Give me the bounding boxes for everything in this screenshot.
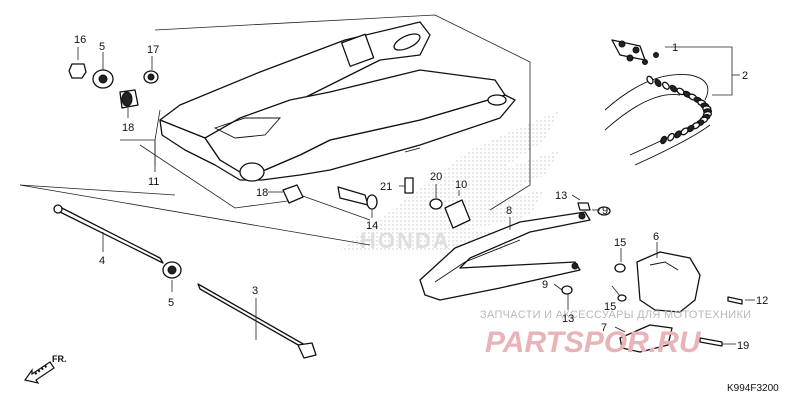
callout-18-top: 18 [122,122,134,134]
callout-9-top: 9 [602,205,608,217]
chain-link [667,132,675,142]
callout-5-bottom: 5 [168,297,174,309]
callout-4: 4 [99,255,105,267]
pivot-shaft [53,204,182,279]
chain-slider [419,202,611,301]
callout-8: 8 [506,205,512,217]
callout-10: 10 [455,179,467,191]
callout-18-mid: 18 [256,187,268,199]
diagram-code: K994F3200 [727,383,779,394]
callout-15-bottom: 15 [604,301,616,313]
watermark-logo: PARTSPOR.RU [485,326,702,359]
leader-lines [77,46,755,345]
callout-15-top: 15 [614,237,626,249]
svg-text:HONDA: HONDA [360,228,451,253]
callout-21: 21 [380,181,392,193]
chain-link [660,135,668,145]
chain-link [674,130,682,139]
callout-5-top: 5 [99,41,105,53]
callout-13-top: 13 [555,190,567,202]
chain-case [614,251,743,353]
chain-link [654,78,662,87]
callout-20: 20 [430,171,442,183]
callout-11: 11 [148,176,159,188]
callout-7: 7 [601,322,607,334]
hardware-left [68,63,159,109]
callout-19: 19 [737,340,749,352]
callout-labels: 16 5 17 18 11 4 5 3 18 14 21 20 10 8 13 … [74,34,768,352]
callout-3: 3 [252,285,258,297]
bushings [282,177,471,229]
callout-2: 2 [742,70,748,82]
watermark-text: ЗАПЧАСТИ И АКСЕССУАРЫ ДЛЯ МОТОТЕХНИКИ [480,309,751,321]
honda-wing-emblem: HONDA [340,110,560,253]
front-direction-arrow: FR. [23,354,67,384]
callout-16: 16 [74,34,86,46]
callout-12: 12 [756,295,768,307]
drive-chain [604,39,713,166]
callout-9-bottom: 9 [542,279,548,291]
chain-link [646,75,654,85]
swingarm [159,21,516,182]
callout-6: 6 [653,231,659,243]
callout-1: 1 [672,42,678,54]
front-label: FR. [52,354,67,364]
chain-link [661,81,670,90]
callout-17: 17 [147,44,159,56]
long-bolt [197,283,317,359]
callout-14: 14 [366,220,378,232]
callout-13-bottom: 13 [562,313,574,325]
